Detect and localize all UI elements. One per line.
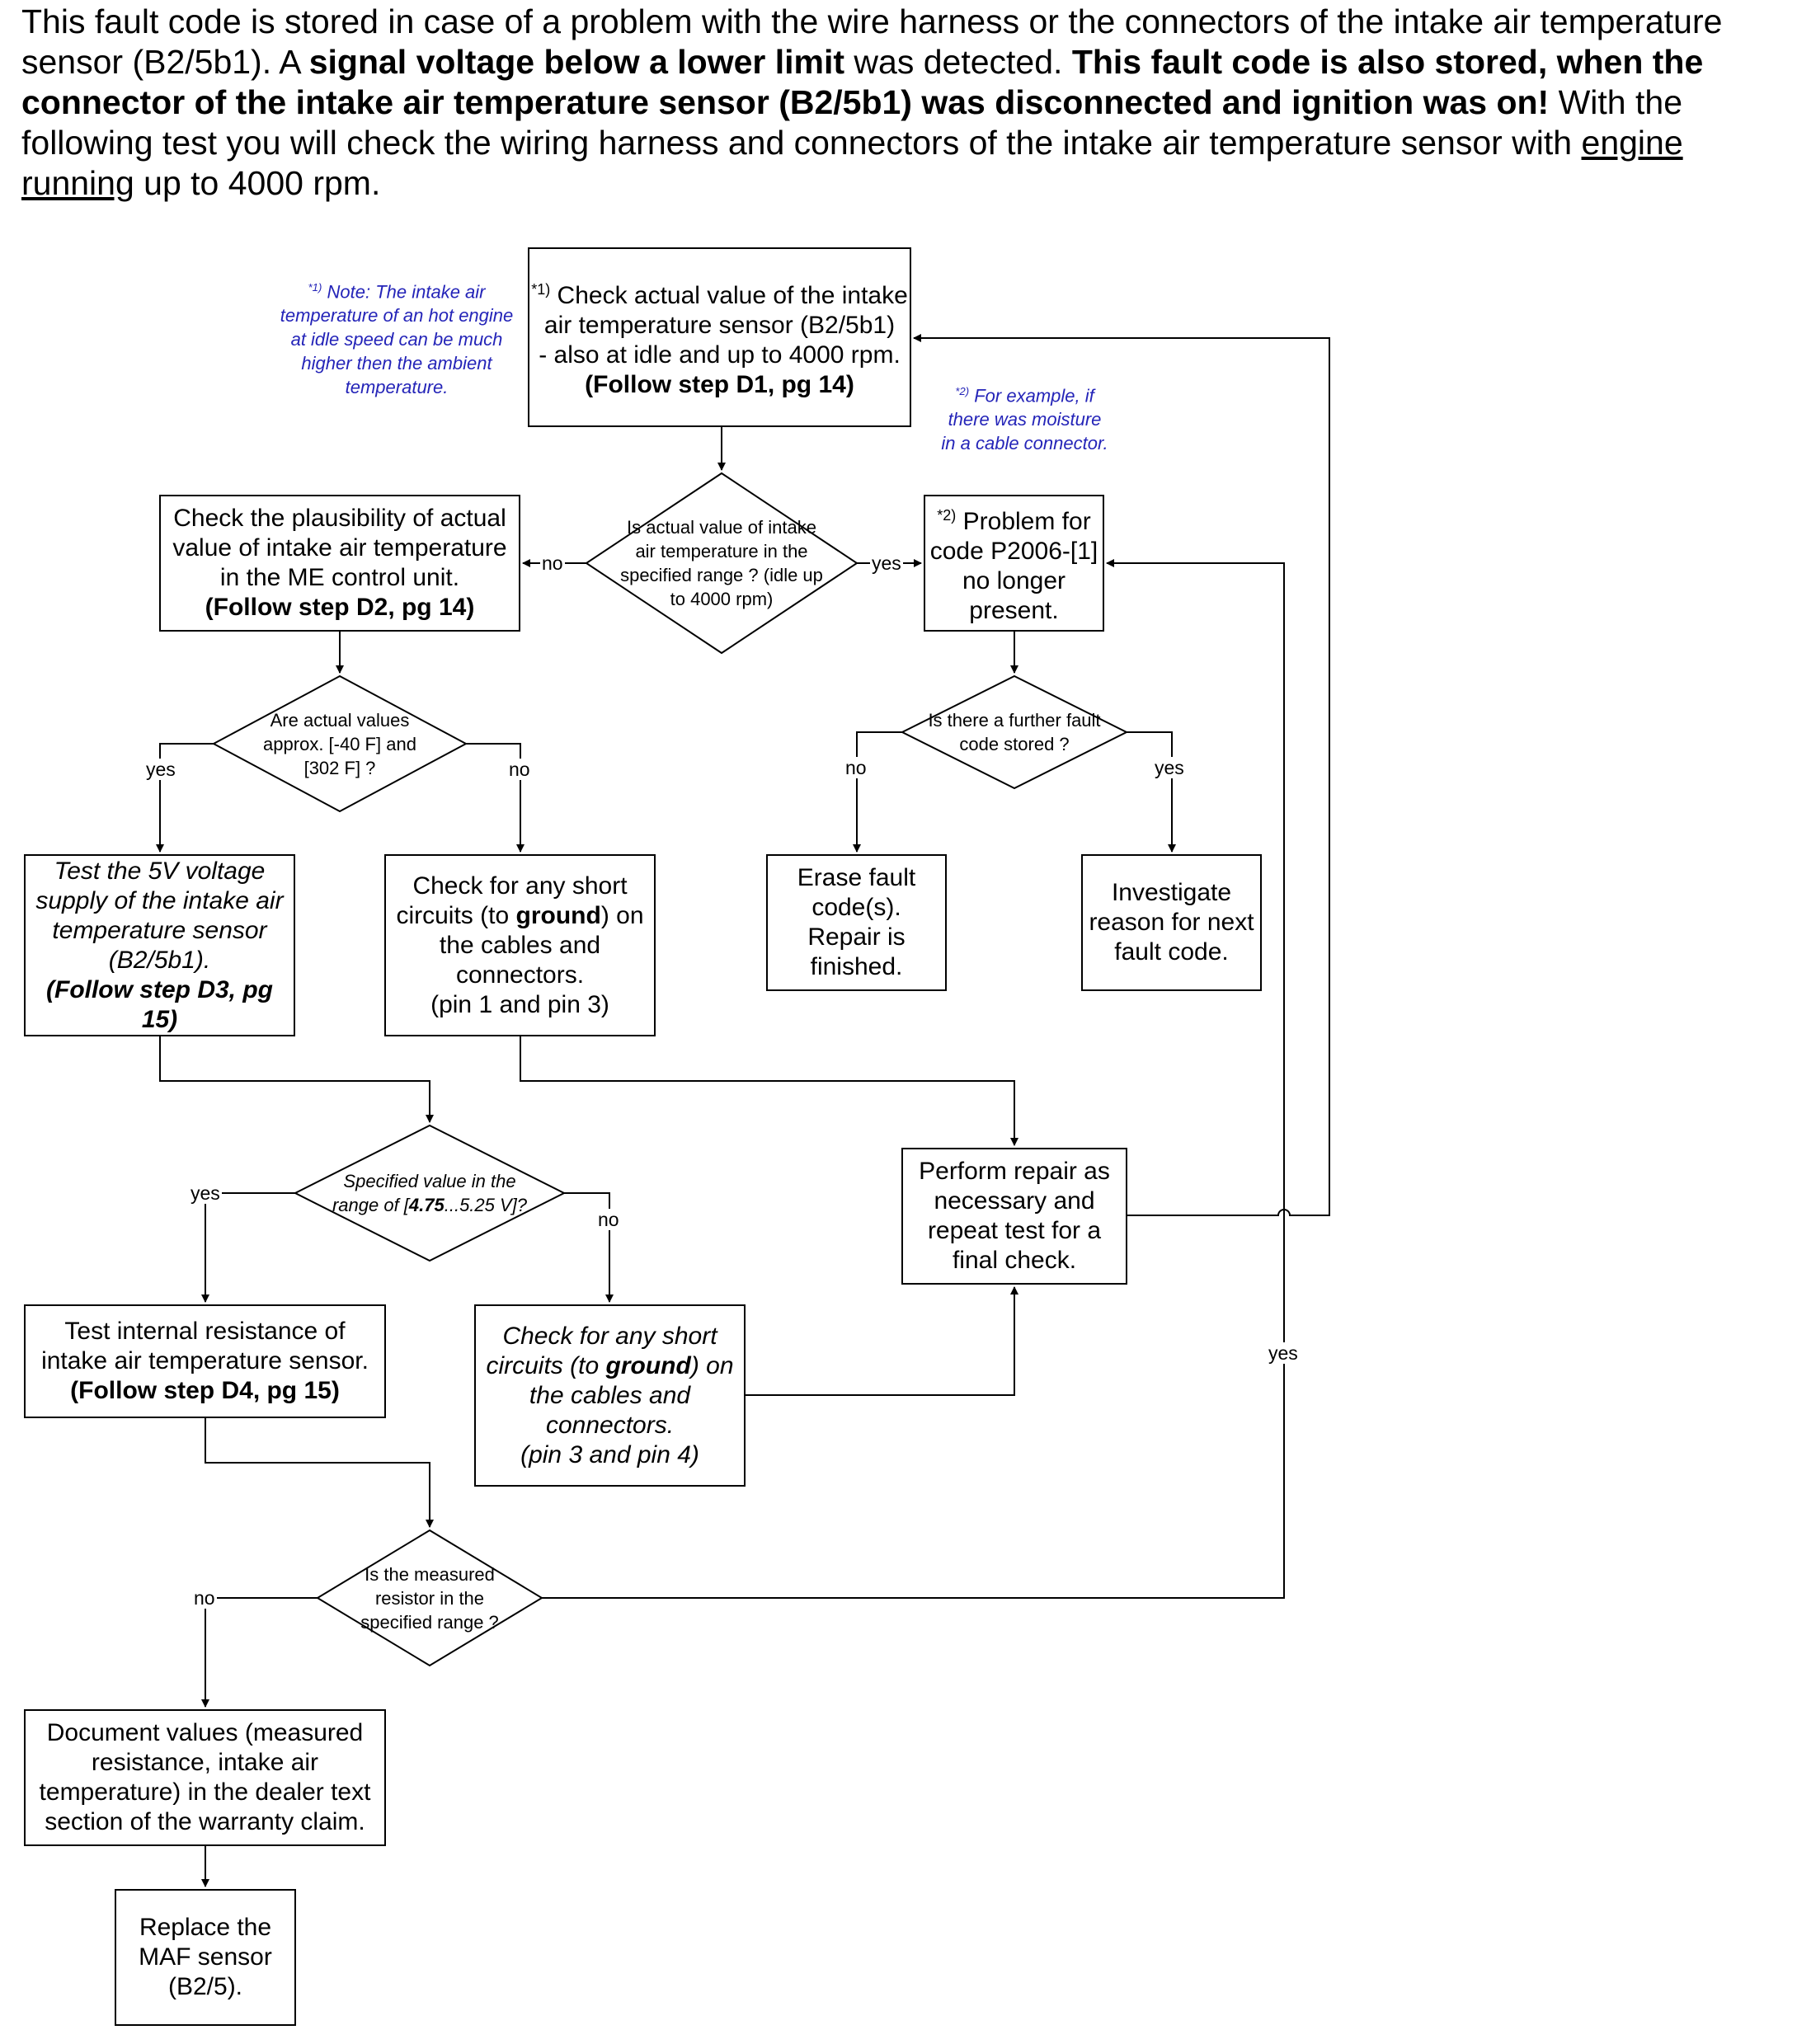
decision-resistor-text: Is the measured resistor in the specifie… [360, 1563, 499, 1633]
decision-spec-text-a: Specified value in the range of [ [332, 1171, 516, 1215]
box-d1: *1) Check actual value of the intake air… [530, 250, 909, 425]
box-d4-text: Test internal resistance of intake air t… [41, 1318, 369, 1374]
intro-bold-2: This fault code is also stored, when the… [21, 43, 1704, 121]
decision-spec: Specified value in the range of [4.75...… [320, 1164, 539, 1222]
note-1-mark: *1) [308, 281, 322, 294]
label-approx-yes: yes [144, 759, 177, 780]
box-erase-border [766, 854, 947, 991]
note-1: *1) Note: The intake air temperature of … [277, 275, 516, 399]
box-short13-text-a: Check for any short circuits (to [396, 872, 628, 929]
intro-underline: engine running [21, 124, 1683, 202]
box-d1-subtext: - also at idle and up to 4000 rpm. [539, 341, 901, 369]
box-replace: Replace the MAF sensor (B2/5). [117, 1891, 294, 2023]
diamond-resistor-border [316, 1529, 543, 1667]
label-resistor-yes: yes [1267, 1342, 1300, 1364]
diamond-approx-border [211, 674, 468, 813]
box-repair: Perform repair as necessary and repeat t… [904, 1150, 1125, 1282]
box-p2006-content: *2) Problem for code P2006-[1] no longer… [929, 500, 1098, 626]
box-document: Document values (measured resistance, in… [26, 1712, 383, 1844]
box-short13-content: Check for any short circuits (to ground)… [392, 872, 648, 990]
box-investigate: Investigate reason for next fault code. [1084, 857, 1259, 989]
decision-approx-text: Are actual values approx. [-40 F] and [3… [263, 709, 416, 778]
box-p2006-mark: *2) [937, 507, 957, 524]
label-spec-yes: yes [189, 1182, 222, 1204]
label-further-yes: yes [1153, 757, 1186, 778]
box-short34: Check for any short circuits (to ground)… [477, 1307, 743, 1484]
box-investigate-text: Investigate reason for next fault code. [1089, 879, 1254, 966]
box-d2: Check the plausibility of actual value o… [162, 497, 518, 629]
decision-further-text: Is there a further fault code stored ? [928, 710, 1101, 754]
box-d1-text: Check actual value of the intake air tem… [543, 282, 908, 339]
box-replace-border [115, 1889, 296, 2026]
box-erase-text: Erase fault code(s). Repair is finished. [797, 864, 916, 980]
box-d3: Test the 5V voltage supply of the intake… [26, 857, 293, 1034]
box-short13-bold: ground [515, 901, 601, 929]
intro-paragraph: This fault code is stored in case of a p… [21, 2, 1774, 204]
box-d3-text: Test the 5V voltage supply of the intake… [35, 857, 284, 974]
decision-resistor: Is the measured resistor in the specifie… [347, 1557, 512, 1639]
box-d4: Test internal resistance of intake air t… [26, 1307, 383, 1416]
decision-spec-text-c: ...5.25 V]? [444, 1195, 528, 1215]
note-2-text: For example, if there was moisture in a … [941, 385, 1108, 454]
box-d2-step: (Follow step D2, pg 14) [205, 594, 475, 621]
box-short13: Check for any short circuits (to ground)… [387, 857, 653, 1034]
box-short13-pins: (pin 1 and pin 3) [430, 990, 609, 1018]
decision-range: Is actual value of intake air temperatur… [617, 501, 826, 625]
box-d1-step: (Follow step D1, pg 14) [585, 371, 854, 398]
box-d1-mark: *1) [531, 281, 551, 298]
box-short34-text-c: ) on the cables and connectors. [529, 1351, 734, 1439]
diamond-spec-border [293, 1124, 567, 1262]
intro-text-1: This fault code is stored in case of a p… [21, 2, 1723, 81]
box-replace-text: Replace the MAF sensor (B2/5). [139, 1914, 272, 2000]
box-d2-text: Check the plausibility of actual value o… [172, 505, 507, 591]
intro-text-2: was detected. [844, 43, 1072, 81]
box-p2006-text: Problem for code P2006-[1] no longer pre… [929, 508, 1098, 624]
intro-bold-1: signal voltage below a lower limit [308, 43, 845, 81]
box-document-text: Document values (measured resistance, in… [39, 1719, 371, 1835]
box-repair-text: Perform repair as necessary and repeat t… [919, 1158, 1110, 1274]
box-short13-text-c: ) on the cables and connectors. [439, 901, 644, 989]
intro-text-3: With the following test you will check t… [21, 83, 1682, 162]
box-d4-step: (Follow step D4, pg 15) [70, 1377, 340, 1404]
box-erase: Erase fault code(s). Repair is finished. [769, 857, 944, 989]
label-resistor-no: no [192, 1587, 217, 1609]
note-2: *2) For example, if there was moisture i… [940, 379, 1109, 455]
box-short34-content: Check for any short circuits (to ground)… [482, 1322, 738, 1440]
box-d3-step: (Follow step D3, pg 15) [46, 975, 273, 1033]
decision-range-text: Is actual value of intake air temperatur… [620, 517, 823, 609]
decision-approx: Are actual values approx. [-40 F] and [3… [250, 702, 430, 785]
decision-further: Is there a further fault code stored ? [924, 703, 1105, 761]
box-p2006: *2) Problem for code P2006-[1] no longer… [926, 497, 1102, 629]
diamond-further-border [900, 674, 1129, 790]
note-2-mark: *2) [955, 385, 970, 397]
intro-text-4: up to 4000 rpm. [134, 164, 381, 202]
decision-spec-content: Specified value in the range of [4.75...… [320, 1169, 539, 1217]
box-investigate-border [1081, 854, 1262, 991]
label-further-no: no [844, 757, 868, 778]
label-range-no: no [540, 552, 565, 574]
box-d1-title: *1) Check actual value of the intake air… [530, 275, 909, 341]
label-approx-no: no [507, 759, 532, 780]
note-1-text: Note: The intake air temperature of an h… [280, 281, 514, 398]
label-spec-no: no [596, 1209, 621, 1230]
box-short34-bold: ground [605, 1351, 691, 1379]
box-d1-border [528, 247, 911, 427]
decision-spec-bold: 4.75 [408, 1195, 445, 1215]
box-short34-text-a: Check for any short circuits (to [486, 1322, 717, 1379]
diamond-range-border [585, 472, 859, 655]
box-short34-pins: (pin 3 and pin 4) [520, 1440, 699, 1468]
label-range-yes: yes [870, 552, 903, 574]
